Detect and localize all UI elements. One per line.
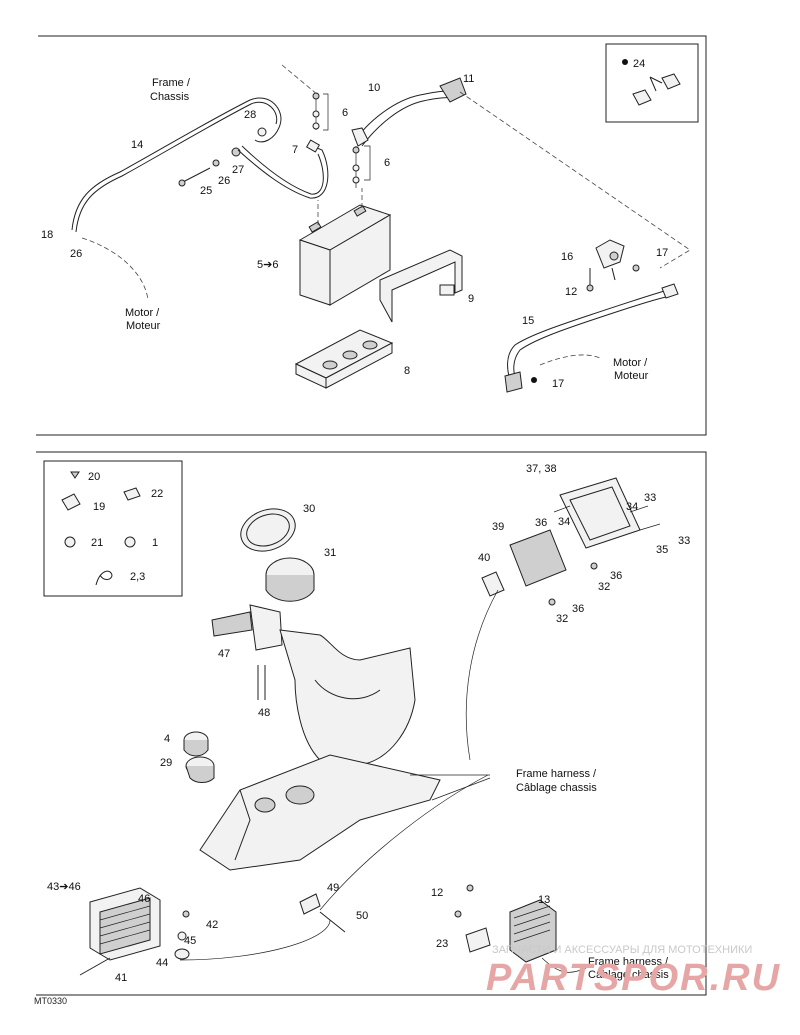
label-part-16: 16 [561,251,573,263]
label-part-26a: 26 [218,175,230,187]
label-part-36b: 36 [610,570,622,582]
label-part-49: 49 [327,882,339,894]
cable-part-7 [237,139,329,199]
label-part-6a: 6 [342,107,348,119]
label-part-13: 13 [538,894,550,906]
label-part-28: 28 [244,109,256,121]
solenoid-part-16 [586,239,640,292]
label-part-7: 7 [292,144,298,156]
label-part-10: 10 [368,82,380,94]
label-part-31: 31 [324,547,336,559]
label-part-27: 27 [232,164,244,176]
label-part-47: 47 [218,648,230,660]
label-part-29: 29 [160,757,172,769]
label-part-21: 21 [91,537,103,549]
label-motor-2b: Moteur [614,370,649,382]
cable-part-15 [504,283,679,393]
routing-lines-top [81,64,691,366]
label-motor-1b: Moteur [126,320,161,332]
fasteners-25-27 [178,147,241,187]
label-part-40: 40 [478,552,490,564]
label-part-22: 22 [151,488,163,500]
label-part-14: 14 [131,139,143,151]
clip-part-49 [299,893,346,933]
label-part-42: 42 [206,919,218,931]
label-frame-harness-1a: Frame harness / [516,768,597,780]
label-part-32b: 32 [556,613,568,625]
label-part-37-38: 37, 38 [526,463,557,475]
label-part-23: 23 [436,938,448,950]
label-part-17b: 17 [552,378,564,390]
cable-part-14 [71,97,282,233]
label-motor-1a: Motor / [125,307,160,319]
label-part-50: 50 [356,910,368,922]
label-part-33b: 33 [678,535,690,547]
label-part-26b: 26 [70,248,82,260]
tray-part-8 [294,329,394,389]
label-part-20: 20 [88,471,100,483]
label-part-12b: 12 [431,887,443,899]
bolts-part-6 [312,92,371,188]
label-part-2-3: 2,3 [130,571,145,583]
module-parts-43-46 [79,887,190,976]
label-part-34b: 34 [558,516,570,528]
label-part-25: 25 [200,185,212,197]
label-part-43-46: 43➔46 [47,881,81,893]
label-part-6b: 6 [384,157,390,169]
label-part-45: 45 [184,935,196,947]
label-part-18: 18 [41,229,53,241]
label-part-48: 48 [258,707,270,719]
gauge-parts-30-31 [240,508,315,602]
indicator-parts-4-29 [183,731,215,783]
watermark-logo: PARTSPOR.RU [486,957,781,999]
footer-code: MT0330 [34,996,67,1006]
label-part-11: 11 [463,73,474,85]
label-frame-harness-1b: Câblage chassis [516,782,597,794]
label-part-4: 4 [164,733,170,745]
label-part-15: 15 [522,315,534,327]
switch-part-47 [211,604,283,700]
inset-fasteners [61,471,141,586]
label-frame-chassis-1: Frame / [152,77,191,89]
strap-part-9 [379,249,463,323]
label-part-1: 1 [152,537,158,549]
label-part-32a: 32 [598,581,610,593]
label-motor-2a: Motor / [613,357,648,369]
label-part-36c: 36 [572,603,584,615]
label-part-41: 41 [115,972,127,984]
label-frame-harness-2a: Frame harness / [588,956,669,968]
label-part-17a: 17 [656,247,668,259]
label-part-44: 44 [156,957,168,969]
label-part-46: 46 [138,893,150,905]
taillight-parts [481,477,661,606]
label-part-33a: 33 [644,492,656,504]
routing-lines-bottom [179,589,587,973]
top-panel [36,35,707,436]
label-part-39: 39 [492,521,504,533]
label-part-30: 30 [303,503,315,515]
console-body [199,629,441,871]
label-frame-chassis-2: Chassis [150,91,190,103]
cable-part-10 [351,77,467,147]
label-part-9: 9 [468,293,474,305]
label-frame-harness-2b: Câblage chassis [588,969,669,981]
label-part-34a: 34 [626,501,638,513]
label-part-24: 24 [633,58,645,70]
rectifier-part-13 [454,884,557,963]
label-part-36a: 36 [535,517,547,529]
label-part-12: 12 [565,286,577,298]
connector-part-24 [622,59,681,106]
label-part-19: 19 [93,501,105,513]
bottom-panel [36,451,707,996]
label-part-8: 8 [404,365,410,377]
watermark-line-1: ЗАПЧАСТИ И АКСЕССУАРЫ ДЛЯ МОТОТЕХНИКИ [492,944,752,956]
label-part-5-6: 5➔6 [257,259,278,271]
label-part-35: 35 [656,544,668,556]
battery-part-5 [298,188,392,306]
